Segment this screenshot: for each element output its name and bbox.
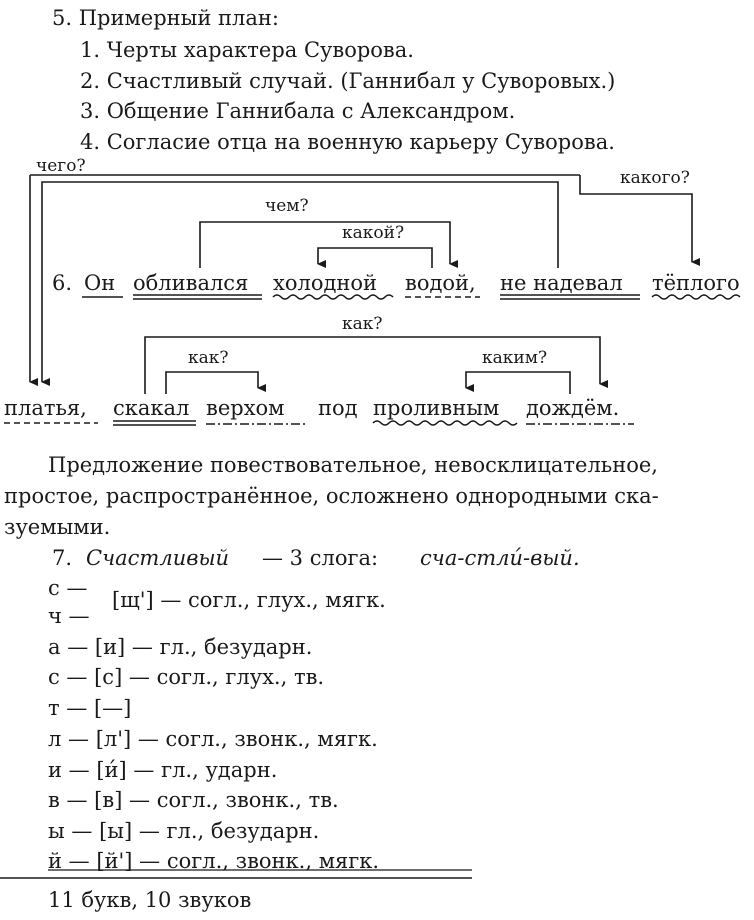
word-pod: под bbox=[318, 396, 358, 420]
word-skakal: скакал bbox=[113, 396, 190, 420]
q-kakogo: какого? bbox=[620, 168, 690, 188]
description-line-1: Предложение повествовательное, невосклиц… bbox=[48, 453, 658, 477]
phonetic-syllables: сча-стли́-вый. bbox=[420, 546, 580, 570]
plan-item-3: 3. Общение Ганнибала с Александром. bbox=[80, 99, 516, 123]
q-chem: чем? bbox=[265, 196, 309, 216]
parse-number: 6. bbox=[52, 271, 73, 295]
word-prolivnym: проливным bbox=[373, 396, 500, 420]
phonetic-row: и — [и́] — гл., ударн. bbox=[48, 758, 278, 782]
phonetic-row: с — [с] — согл., глух., тв. bbox=[48, 665, 325, 689]
arrow-kak-small bbox=[165, 371, 266, 394]
word-teplogo: тёплого bbox=[652, 271, 740, 295]
word-verhom: верхом bbox=[206, 396, 285, 420]
phonetic-row: а — [и] — гл., безударн. bbox=[48, 635, 313, 659]
plan-item-2: 2. Счастливый случай. (Ганнибал у Суворо… bbox=[80, 69, 616, 93]
arrow-kakim bbox=[465, 371, 571, 394]
sound-shch: [щ'] — согл., глух., мягк. bbox=[112, 588, 386, 612]
word-on: Он bbox=[84, 271, 116, 295]
phonetic-row: т — [—] bbox=[48, 696, 132, 720]
ul-prolivnym bbox=[372, 420, 518, 426]
q-kakoy: какой? bbox=[342, 223, 405, 243]
word-platya: платья, bbox=[4, 396, 87, 420]
arrow-kak-top bbox=[144, 336, 608, 394]
phonetic-syllable-count: — 3 слога: bbox=[262, 546, 379, 570]
word-holodnoy: холодной bbox=[273, 271, 378, 295]
phonetic-row: ы — [ы] — гл., безударн. bbox=[48, 819, 320, 843]
plan-item-1: 1. Черты характера Суворова. bbox=[80, 38, 414, 62]
arrow-kakoy bbox=[317, 247, 433, 268]
description-line-2: простое, распространённое, осложнено одн… bbox=[4, 484, 659, 508]
phonetic-number: 7. bbox=[52, 546, 73, 570]
letter-ch: ч — bbox=[48, 604, 90, 628]
q-kak-top: как? bbox=[342, 314, 383, 334]
word-vodoy: водой, bbox=[405, 271, 476, 295]
phonetic-row: й — [й'] — согл., звонк., мягк. bbox=[48, 849, 380, 873]
phonetic-row: в — [в] — согл., звонк., тв. bbox=[48, 788, 339, 812]
word-oblivalsya: обливался bbox=[133, 271, 249, 295]
plan-heading: 5. Примерный план: bbox=[52, 6, 279, 30]
word-ne-nadeval: не надевал bbox=[500, 271, 623, 295]
q-kakim: каким? bbox=[482, 348, 548, 368]
phonetic-total: 11 букв, 10 звуков bbox=[48, 888, 252, 912]
q-chego: чего? bbox=[36, 156, 86, 176]
plan-item-4: 4. Согласие отца на военную карьеру Суво… bbox=[80, 130, 615, 154]
phonetic-row: л — [л'] — согл., звонк., мягк. bbox=[48, 727, 378, 751]
arrow-kakogo bbox=[579, 175, 700, 266]
description-line-3: зуемыми. bbox=[4, 515, 111, 539]
ul-holodnoy bbox=[272, 294, 394, 300]
word-dozhdem: дождём. bbox=[526, 396, 620, 420]
arrow-chem bbox=[199, 221, 458, 268]
arrow-chego bbox=[41, 181, 559, 386]
q-kak-small: как? bbox=[188, 348, 229, 368]
ul-teplogo bbox=[651, 294, 741, 300]
letter-s-1: с — bbox=[48, 576, 88, 600]
phonetic-word: Счастливый bbox=[86, 546, 230, 570]
